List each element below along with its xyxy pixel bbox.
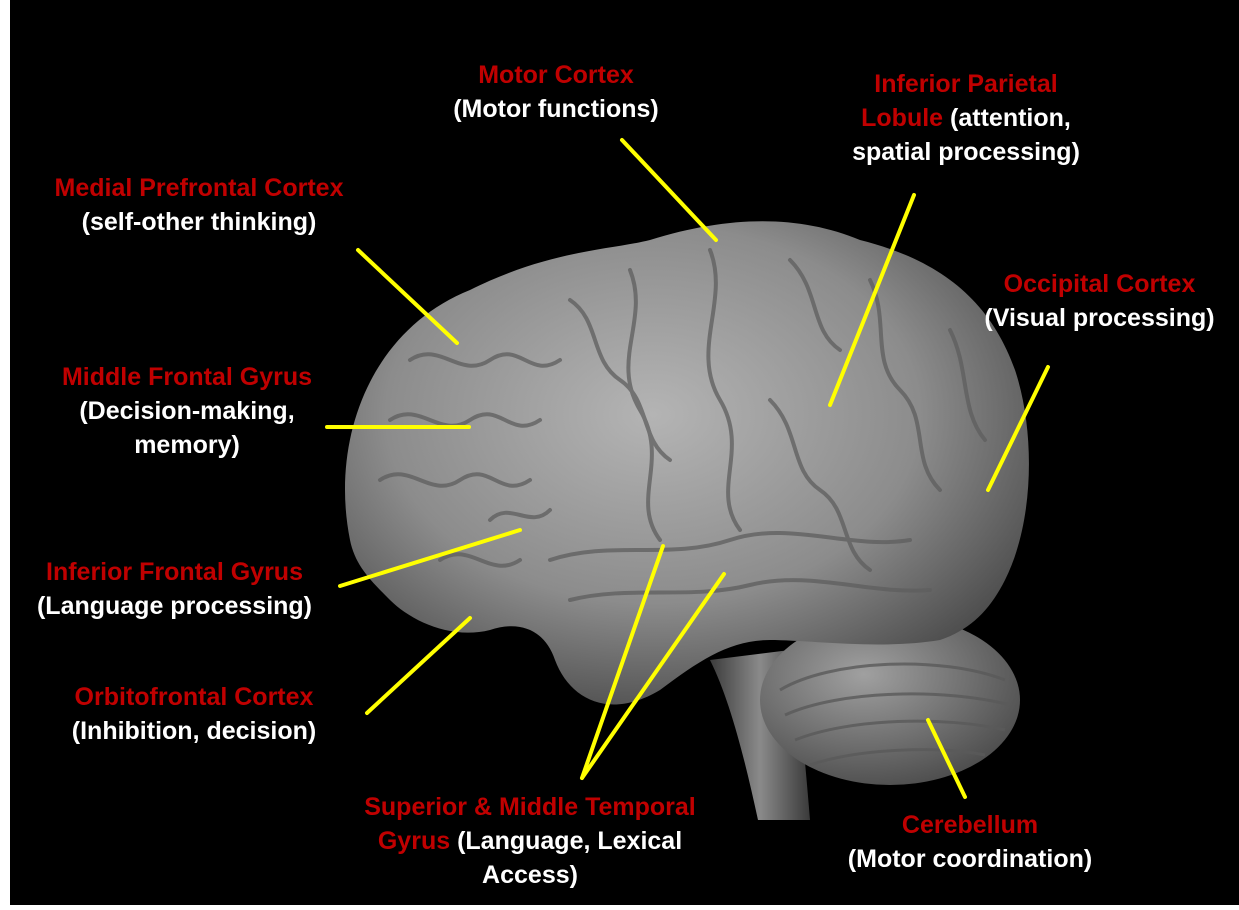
middle-frontal-desc: (Decision-making, bbox=[22, 394, 352, 428]
temporal-line2: Gyrus (Language, Lexical bbox=[310, 824, 750, 858]
label-middle-frontal-gyrus: Middle Frontal Gyrus (Decision-making, m… bbox=[22, 360, 352, 462]
orbitofrontal-desc: (Inhibition, decision) bbox=[34, 714, 354, 748]
leader-line-motor-cortex bbox=[622, 140, 716, 240]
middle-frontal-desc-cont: memory) bbox=[22, 428, 352, 462]
inferior-frontal-name: Inferior Frontal Gyrus bbox=[12, 555, 337, 589]
motor-cortex-name: Motor Cortex bbox=[431, 58, 681, 92]
occipital-desc: (Visual processing) bbox=[962, 301, 1237, 335]
motor-cortex-desc: (Motor functions) bbox=[431, 92, 681, 126]
middle-frontal-name: Middle Frontal Gyrus bbox=[22, 360, 352, 394]
occipital-name: Occipital Cortex bbox=[962, 267, 1237, 301]
inferior-parietal-line2: Lobule (attention, bbox=[806, 101, 1126, 135]
medial-prefrontal-desc: (self-other thinking) bbox=[24, 205, 374, 239]
orbitofrontal-name: Orbitofrontal Cortex bbox=[34, 680, 354, 714]
inferior-parietal-name: Inferior Parietal bbox=[806, 67, 1126, 101]
inferior-parietal-desc: (attention, bbox=[950, 104, 1071, 132]
temporal-name-cont: Gyrus bbox=[378, 827, 450, 855]
leader-line-medial-prefrontal bbox=[358, 250, 457, 343]
medial-prefrontal-name: Medial Prefrontal Cortex bbox=[24, 171, 374, 205]
label-superior-middle-temporal-gyrus: Superior & Middle Temporal Gyrus (Langua… bbox=[310, 790, 750, 892]
label-motor-cortex: Motor Cortex (Motor functions) bbox=[431, 58, 681, 126]
temporal-desc-cont: Access) bbox=[310, 858, 750, 892]
diagram-canvas: Motor Cortex (Motor functions) Inferior … bbox=[10, 0, 1239, 905]
label-cerebellum: Cerebellum (Motor coordination) bbox=[825, 808, 1115, 876]
cerebellum-name: Cerebellum bbox=[825, 808, 1115, 842]
temporal-name: Superior & Middle Temporal bbox=[310, 790, 750, 824]
temporal-desc: (Language, Lexical bbox=[457, 827, 682, 855]
inferior-parietal-desc-cont: spatial processing) bbox=[806, 135, 1126, 169]
inferior-parietal-name-cont: Lobule bbox=[861, 104, 943, 132]
label-inferior-frontal-gyrus: Inferior Frontal Gyrus (Language process… bbox=[12, 555, 337, 623]
label-inferior-parietal-lobule: Inferior Parietal Lobule (attention, spa… bbox=[806, 67, 1126, 169]
label-medial-prefrontal-cortex: Medial Prefrontal Cortex (self-other thi… bbox=[24, 171, 374, 239]
label-orbitofrontal-cortex: Orbitofrontal Cortex (Inhibition, decisi… bbox=[34, 680, 354, 748]
cerebellum-desc: (Motor coordination) bbox=[825, 842, 1115, 876]
leader-line-orbitofrontal bbox=[367, 618, 470, 713]
inferior-frontal-desc: (Language processing) bbox=[12, 589, 337, 623]
label-occipital-cortex: Occipital Cortex (Visual processing) bbox=[962, 267, 1237, 335]
